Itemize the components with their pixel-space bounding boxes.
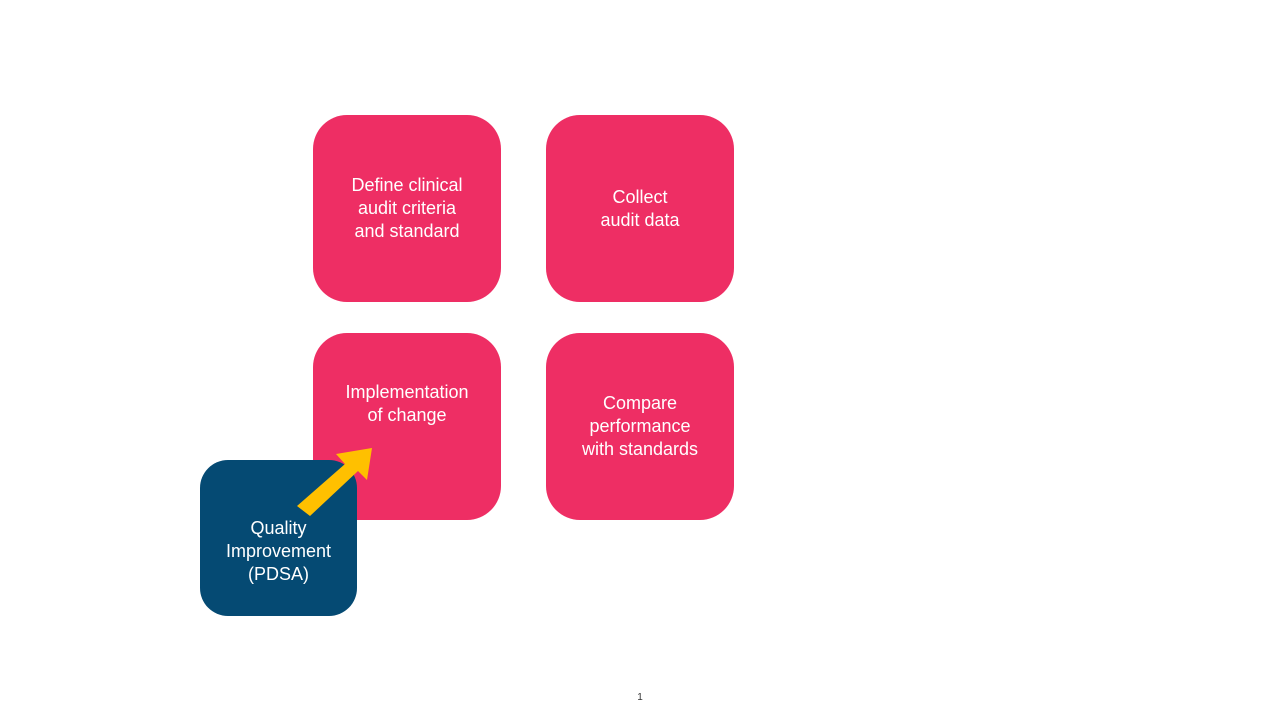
quality-improvement-box: Quality Improvement (PDSA) [200,460,357,616]
quality-improvement-label: Quality Improvement (PDSA) [225,517,332,584]
step-compare-box: Compare performance with standards [546,333,734,520]
step-compare-label: Compare performance with standards [581,393,699,459]
step-define-criteria-box: Define clinical audit criteria and stand… [313,115,501,302]
step-implementation-label: Implementation of change [345,381,469,425]
page-number: 1 [637,692,643,703]
step-collect-data-label: Collect audit data [600,186,680,230]
step-collect-data-box: Collect audit data [546,115,734,302]
step-define-criteria-label: Define clinical audit criteria and stand… [351,175,463,241]
